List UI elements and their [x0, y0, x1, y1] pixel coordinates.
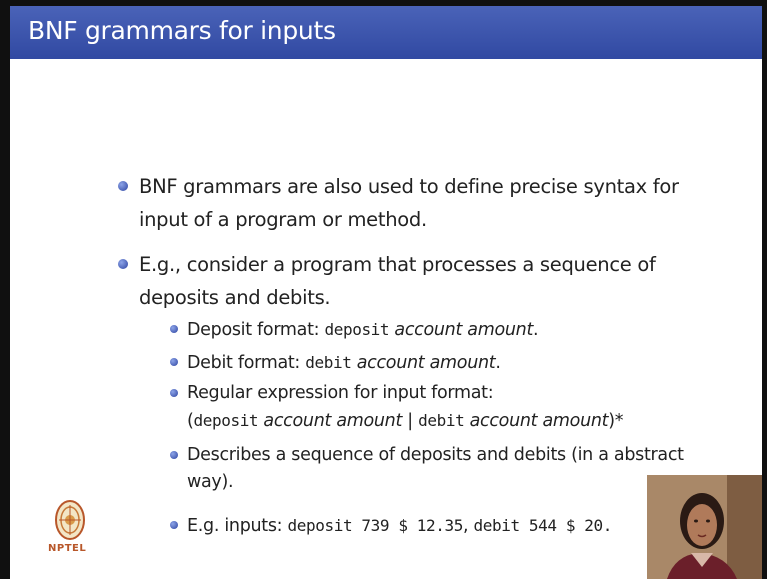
regex-close: )* [608, 411, 624, 431]
italic-params: account amount [389, 320, 534, 340]
title-bar: BNF grammars for inputs [10, 6, 762, 59]
regex-line: (deposit account amount | debit account … [187, 411, 624, 431]
code-keyword: debit [418, 411, 465, 430]
presenter-video [647, 475, 762, 579]
text-tail: . [495, 353, 501, 373]
text-lead: Regular expression for input format: [187, 383, 494, 403]
text-lead: Debit format: [187, 353, 306, 373]
italic-params: account amount [351, 353, 496, 373]
sub-bullet-text: E.g. inputs: deposit 739 $ 12.35, debit … [187, 512, 730, 540]
sub-bullet-item: Regular expression for input format: (de… [170, 380, 730, 435]
code-example: deposit 739 $ 12.35 [287, 516, 464, 535]
nptel-logo: NPTEL [48, 499, 98, 554]
sub-bullet-text: Describes a sequence of deposits and deb… [187, 445, 684, 492]
sub-bullet-item: Debit format: debit account amount. [170, 349, 730, 377]
nptel-emblem-icon [55, 500, 85, 540]
code-keyword: deposit [193, 411, 259, 430]
logo-label: NPTEL [48, 543, 87, 554]
bullet-icon [118, 181, 128, 191]
bullet-icon [118, 259, 128, 269]
sub-bullet-text: Debit format: debit account amount. [187, 349, 730, 377]
code-keyword: debit [305, 353, 352, 372]
text-lead: Deposit format: [187, 320, 325, 340]
sub-bullet-text: Deposit format: deposit account amount. [187, 316, 730, 344]
bullet-icon [170, 325, 178, 333]
regex-open: ( [187, 411, 194, 431]
text-sep: , [462, 516, 474, 536]
bullet-icon [170, 358, 178, 366]
italic-params: account amount [464, 411, 609, 431]
sub-bullet-item: Describes a sequence of deposits and deb… [170, 442, 730, 496]
presenter-figure-icon [647, 475, 762, 579]
slide: BNF grammars for inputs BNF grammars are… [10, 6, 762, 579]
italic-params: account amount [258, 411, 403, 431]
text-tail: . [533, 320, 539, 340]
sub-bullet-text: Regular expression for input format: (de… [187, 380, 730, 435]
bullet-icon [170, 389, 178, 397]
bullet-item: E.g., consider a program that processes … [118, 248, 718, 314]
code-example: debit 544 $ 20. [473, 516, 613, 535]
code-keyword: deposit [324, 320, 390, 339]
bullet-icon [170, 521, 178, 529]
regex-separator: | [402, 411, 419, 431]
bullet-text: E.g., consider a program that processes … [139, 253, 656, 309]
sub-bullet-item: E.g. inputs: deposit 739 $ 12.35, debit … [170, 512, 730, 540]
bullet-item: BNF grammars are also used to define pre… [118, 170, 718, 236]
slide-title: BNF grammars for inputs [28, 16, 336, 45]
slide-content: BNF grammars are also used to define pre… [10, 6, 762, 579]
sub-bullet-item: Deposit format: deposit account amount. [170, 316, 730, 344]
bullet-text: BNF grammars are also used to define pre… [139, 175, 679, 231]
bullet-icon [170, 451, 178, 459]
text-lead: E.g. inputs: [187, 516, 288, 536]
